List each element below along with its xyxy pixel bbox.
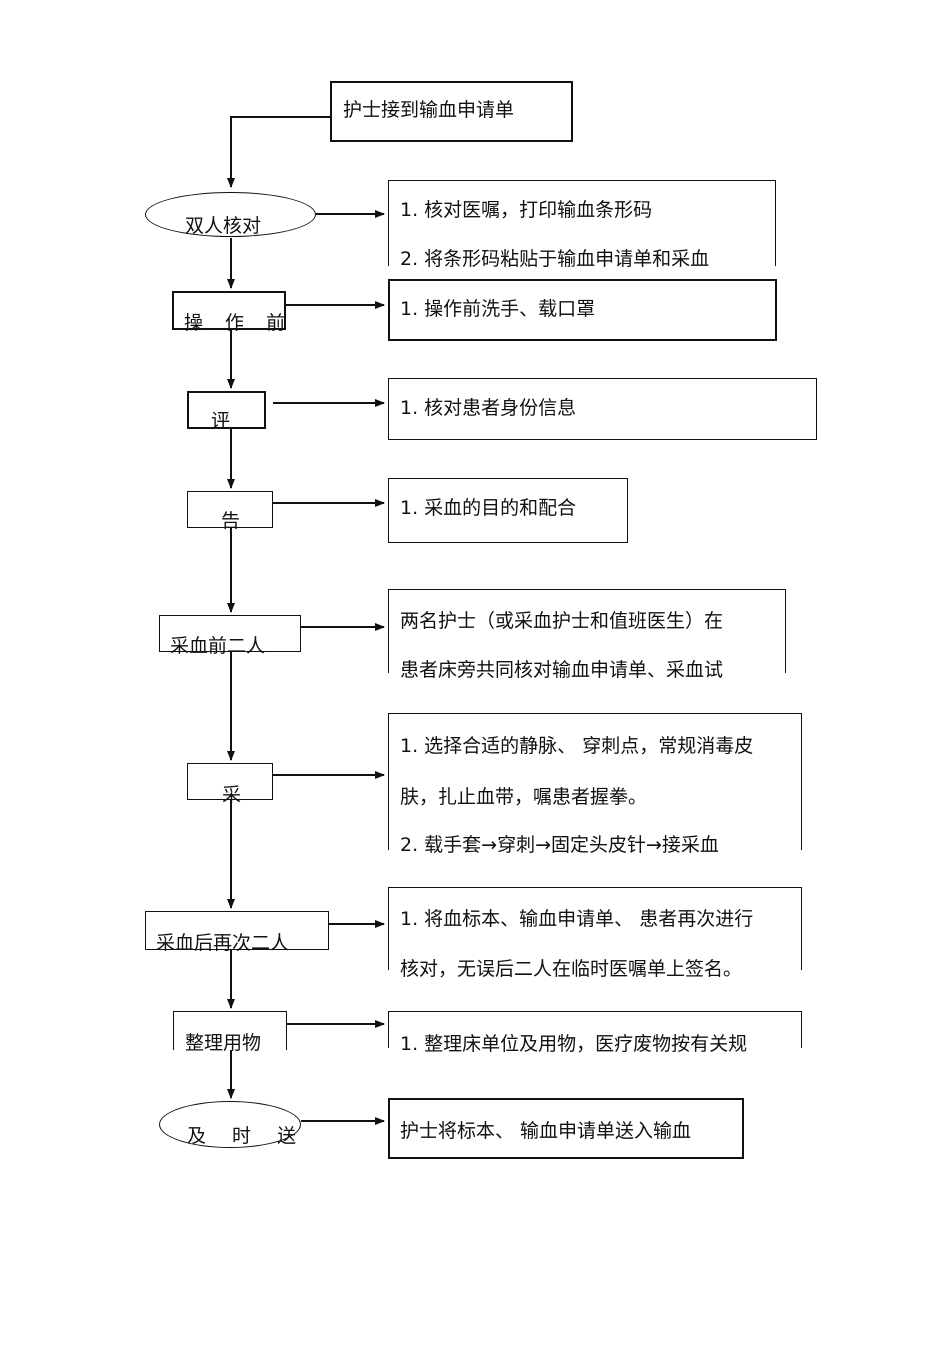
step-double-check-node bbox=[145, 192, 316, 237]
step-collect-detail-2: 肤，扎止血带，嘱患者握拳。 bbox=[400, 786, 648, 808]
step-double-check-detail-2: 2. 将条形码粘贴于输血申请单和采血 bbox=[400, 248, 710, 270]
step-send-detail-1: 护士将标本、 输血申请单送入输血 bbox=[400, 1120, 692, 1142]
step-assess-node bbox=[187, 391, 266, 429]
step-collect-label: 采 bbox=[222, 784, 242, 806]
step-send-node bbox=[159, 1101, 301, 1148]
step-tidy-detail-1: 1. 整理床单位及用物，医疗废物按有关规 bbox=[400, 1033, 748, 1055]
start-label: 护士接到输血申请单 bbox=[343, 99, 515, 121]
step-pre-collection-label: 采血前二人 bbox=[170, 635, 266, 657]
step-pre-collection-detail-box bbox=[388, 589, 786, 673]
step-post-collection-node bbox=[145, 911, 329, 950]
step-send-detail-box bbox=[388, 1098, 744, 1159]
step-collect-detail-1: 1. 选择合适的静脉、 穿刺点，常规消毒皮 bbox=[400, 735, 754, 757]
step-inform-label: 告 bbox=[221, 510, 241, 532]
step-inform-detail-box bbox=[388, 478, 628, 543]
step-double-check-label: 双人核对 bbox=[185, 215, 262, 237]
step-post-collection-detail-1: 1. 将血标本、输血申请单、 患者再次进行 bbox=[400, 908, 754, 930]
step-post-collection-detail-2: 核对，无误后二人在临时医嘱单上签名。 bbox=[400, 958, 743, 980]
start-box bbox=[330, 81, 573, 142]
step-collect-detail-3: 2. 载手套→穿刺→固定头皮针→接采血 bbox=[400, 834, 719, 856]
step-pre-operation-detail-box bbox=[388, 279, 777, 341]
step-tidy-detail-box bbox=[388, 1011, 802, 1048]
step-pre-operation-detail-1: 1. 操作前洗手、载口罩 bbox=[400, 298, 596, 320]
step-pre-operation-label: 操 作 前 bbox=[184, 312, 294, 334]
step-inform-node bbox=[187, 491, 273, 528]
step-assess-detail-box bbox=[388, 378, 817, 440]
step-pre-operation-node bbox=[172, 291, 286, 330]
step-collect-detail-box bbox=[388, 713, 802, 850]
step-pre-collection-detail-2: 患者床旁共同核对输血申请单、采血试 bbox=[400, 659, 724, 681]
step-post-collection-label: 采血后再次二人 bbox=[156, 932, 290, 954]
connector-start bbox=[227, 116, 330, 188]
step-tidy-node bbox=[173, 1011, 287, 1050]
step-send-label: 及 时 送 bbox=[187, 1125, 307, 1147]
step-pre-collection-node bbox=[159, 615, 301, 652]
step-collect-node bbox=[187, 763, 273, 800]
step-assess-detail-1: 1. 核对患者身份信息 bbox=[400, 397, 577, 419]
step-double-check-detail-1: 1. 核对医嘱，打印输血条形码 bbox=[400, 199, 653, 221]
step-inform-detail-1: 1. 采血的目的和配合 bbox=[400, 497, 577, 519]
step-pre-collection-detail-1: 两名护士（或采血护士和值班医生）在 bbox=[400, 610, 724, 632]
step-tidy-label: 整理用物 bbox=[185, 1032, 262, 1054]
step-double-check-detail-box bbox=[388, 180, 776, 266]
step-assess-label: 评 bbox=[211, 410, 231, 432]
step-post-collection-detail-box bbox=[388, 887, 802, 970]
